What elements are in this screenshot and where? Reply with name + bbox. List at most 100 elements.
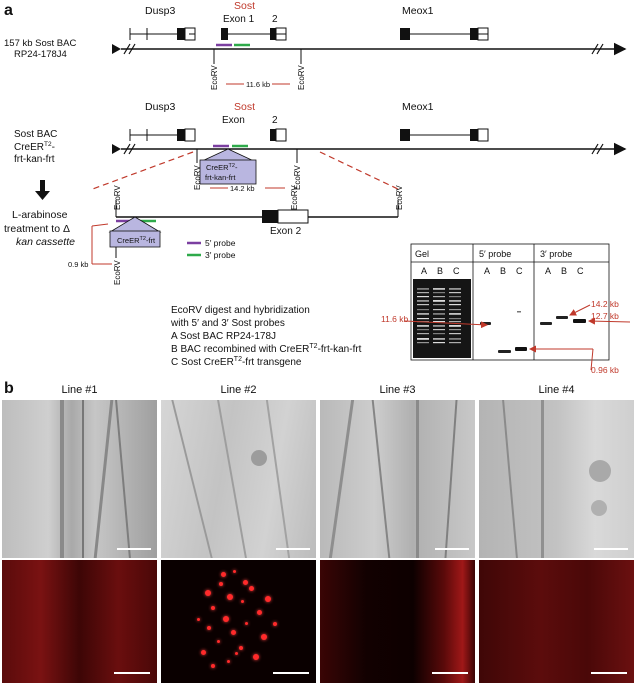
- fluorescent-cell: [253, 654, 259, 660]
- cassette-label-2: frt-kan-frt: [205, 173, 236, 182]
- gene-meox1-mid: Meox1: [402, 101, 434, 113]
- fluorescent-cell: [227, 594, 233, 600]
- ecorv-label-zoom-3: EcoRV: [395, 185, 404, 210]
- gel-band: [449, 296, 461, 298]
- gel-header: Gel: [415, 249, 429, 259]
- band-11-6-arrow: [404, 320, 488, 329]
- fluorescent-cell: [205, 590, 211, 596]
- fluorescent-cell: [261, 634, 267, 640]
- fluorescent-cell: [197, 618, 200, 621]
- bac-id: RP24-178J4: [14, 49, 67, 60]
- gene-sost-mid: Sost: [234, 101, 255, 113]
- arabinose-line-3: kan cassette: [16, 236, 75, 248]
- gel-band: [417, 296, 429, 298]
- gel-band: [417, 338, 429, 340]
- fluorescent-cell: [265, 596, 271, 602]
- arabinose-line-1: L-arabinose: [12, 209, 68, 221]
- fluorescent-cell: [273, 622, 277, 626]
- fluorescent-cell: [223, 616, 229, 622]
- line1-label: Line #1: [61, 384, 98, 396]
- band-12-7-label: 12.7 kb: [591, 311, 619, 321]
- fluorescent-cell: [231, 630, 236, 635]
- gene-structure-top: [129, 27, 489, 41]
- blot3-band-b: [556, 316, 568, 319]
- band-14-2-arrow: [569, 304, 591, 316]
- fluorescent-cell: [243, 580, 248, 585]
- line4-label: Line #4: [538, 384, 575, 396]
- scale-bar-bf-3: [435, 548, 469, 550]
- gel-bands: [417, 288, 461, 344]
- caption-line-4: B BAC recombined with CreERT2-frt-kan-fr…: [171, 343, 362, 355]
- gel-band: [449, 304, 461, 306]
- line2-label: Line #2: [220, 384, 257, 396]
- blot3-band-c: [573, 319, 586, 323]
- blot3-band-a: [540, 322, 552, 325]
- brightfield-line4: [479, 400, 634, 558]
- gene-meox1-top: Meox1: [402, 5, 434, 17]
- gel-band: [449, 338, 461, 340]
- gel-band: [449, 300, 461, 302]
- fluorescent-cell: [207, 626, 211, 630]
- fluorescence-line4: [479, 560, 634, 683]
- ecorv-label-mid-1: EcoRV: [193, 165, 202, 190]
- scale-bar-bf-1: [117, 548, 151, 550]
- panel-a-letter: a: [4, 2, 13, 19]
- fluorescent-cell: [217, 640, 220, 643]
- gel-band: [433, 338, 445, 340]
- size-11-6-top: 11.6 kb: [246, 80, 270, 89]
- scale-bar-bf-2: [276, 548, 310, 550]
- band-0-96-label: 0.96 kb: [591, 365, 619, 375]
- gel-band: [433, 333, 445, 335]
- caption-line-5: C Sost CreERT2-frt transgene: [171, 356, 302, 368]
- band-11-6-label: 11.6 kb: [381, 314, 409, 324]
- fluorescent-cell: [233, 570, 236, 573]
- gel-band: [449, 325, 461, 327]
- fluorescent-cell: [201, 650, 206, 655]
- zoom-line-left: [89, 151, 194, 191]
- gene-dusp3-top: Dusp3: [145, 5, 176, 17]
- cassette-insert-box: [199, 159, 257, 185]
- gel-lane-c: C: [453, 266, 460, 276]
- exon-label-mid: Exon: [222, 115, 245, 126]
- gel-lane-b: B: [437, 266, 443, 276]
- blot3-lane-c: C: [577, 266, 584, 276]
- gel-band: [449, 309, 461, 311]
- fluorescent-cell: [249, 586, 254, 591]
- scale-bar-fl-1: [114, 672, 150, 674]
- gel-band: [417, 313, 429, 315]
- brightfield-line3: [320, 400, 475, 558]
- gel-lane-a: A: [421, 266, 427, 276]
- ecorv-label-zoom-1: EcoRV: [113, 185, 122, 210]
- gel-band: [433, 304, 445, 306]
- gel-band: [449, 318, 461, 320]
- gel-band: [449, 288, 461, 290]
- arabinose-line-2: treatment to Δ: [4, 223, 70, 235]
- gel-band: [449, 333, 461, 335]
- gel-band: [449, 329, 461, 331]
- fluorescent-cell: [239, 646, 243, 650]
- gene-dusp3-mid: Dusp3: [145, 101, 176, 113]
- down-arrow-icon: [35, 180, 50, 200]
- fluorescent-cell: [211, 606, 215, 610]
- gel-band: [417, 292, 429, 294]
- gel-band: [417, 318, 429, 320]
- gel-band: [433, 342, 445, 344]
- blot3-lane-b: B: [561, 266, 567, 276]
- gel-band: [433, 300, 445, 302]
- blot5-faint-band: [517, 311, 521, 313]
- gel-band: [417, 329, 429, 331]
- ecorv-label-zoom-4: EcoRV: [113, 260, 122, 285]
- gel-band: [433, 296, 445, 298]
- gel-band: [433, 292, 445, 294]
- gel-band: [417, 288, 429, 290]
- caption-line-3: A Sost BAC RP24-178J: [171, 331, 276, 342]
- gel-band: [433, 313, 445, 315]
- cassette2-triangle: [108, 216, 162, 233]
- fluorescence-line1: [2, 560, 157, 683]
- blot5-header: 5′ probe: [479, 249, 511, 259]
- gel-band: [417, 309, 429, 311]
- exon2-coding-zoom: [262, 210, 278, 223]
- gel-band: [449, 292, 461, 294]
- gel-band: [433, 288, 445, 290]
- exon2-label-zoom: Exon 2: [270, 226, 302, 237]
